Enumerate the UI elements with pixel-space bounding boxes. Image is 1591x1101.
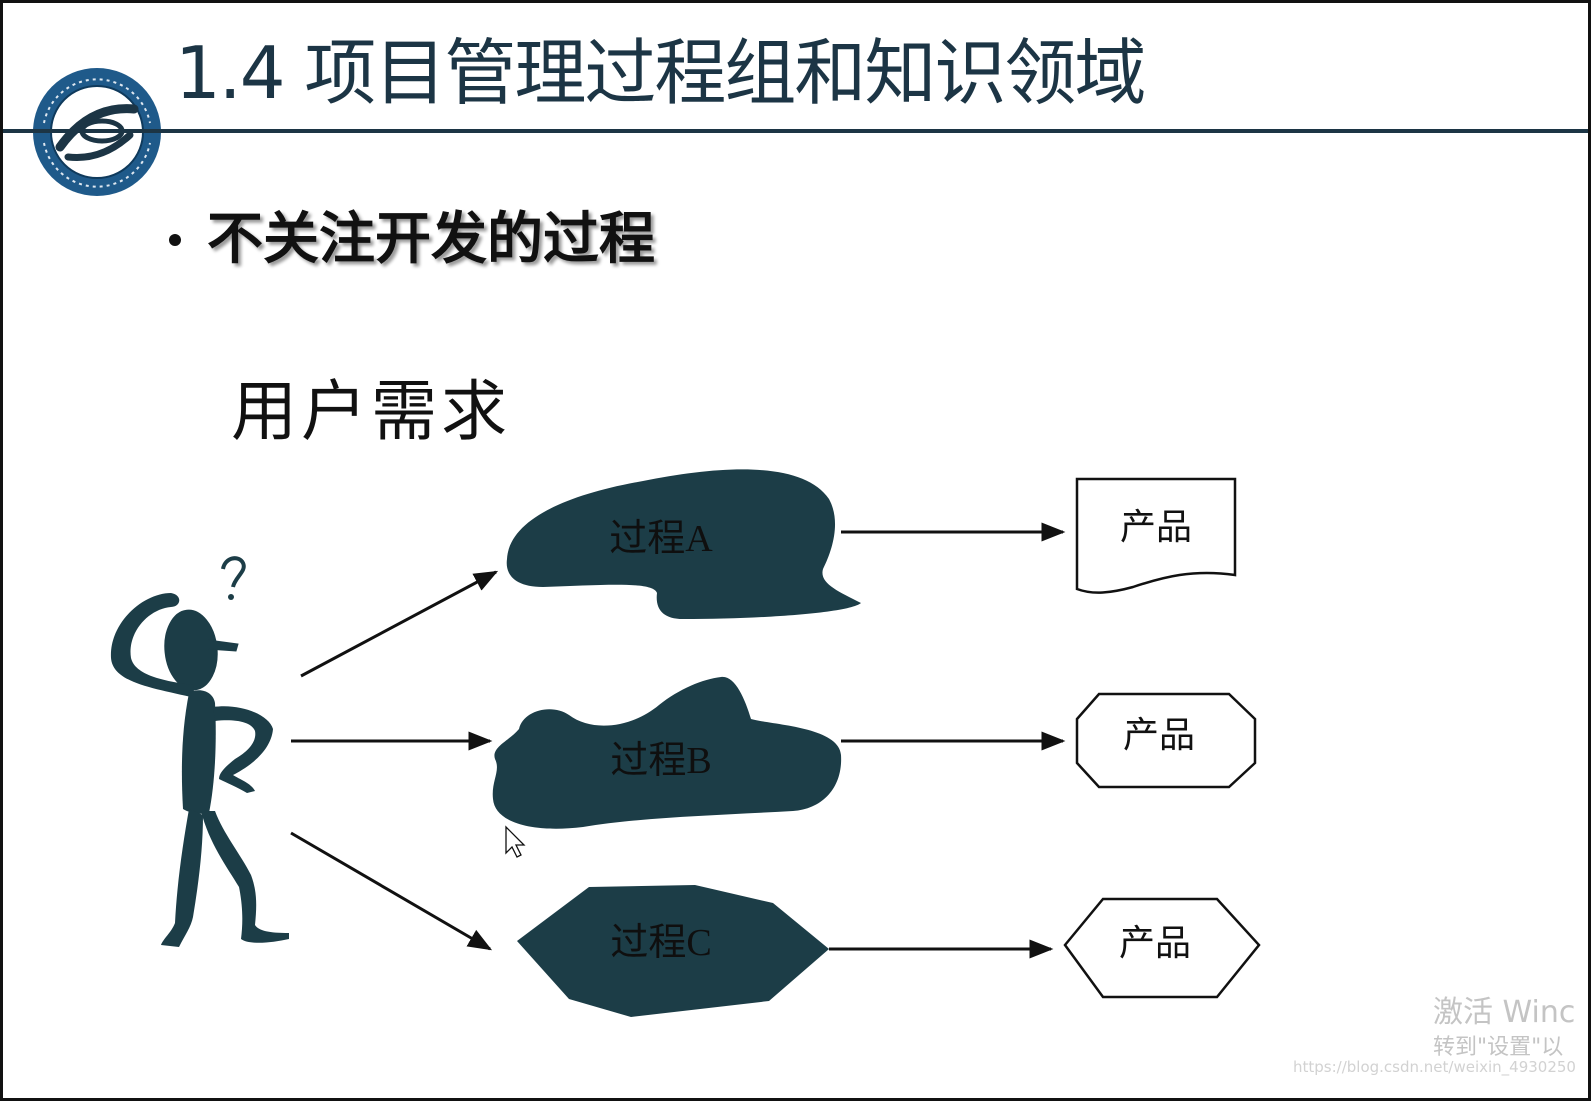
- arrow-to-process-c: [290, 831, 493, 951]
- process-c-shape: [517, 885, 829, 1017]
- process-a-label: 过程A: [609, 518, 713, 560]
- process-b-label: 过程B: [610, 740, 711, 782]
- blog-url-watermark: https://blog.csdn.net/weixin_4930250: [1293, 1058, 1576, 1076]
- user-requirement-label: 用户需求: [231, 373, 511, 450]
- bullet-icon: [169, 234, 181, 246]
- product-b-label: 产品: [1123, 715, 1195, 755]
- process-a-shape: [506, 469, 861, 619]
- confused-person-icon: [110, 556, 289, 947]
- process-c-label: 过程C: [610, 922, 711, 964]
- slide-title: 1.4 项目管理过程组和知识领域: [175, 31, 1146, 115]
- title-divider: [3, 129, 1588, 133]
- product-c-hexagon-shape: [1063, 897, 1261, 999]
- windows-activation-hint: 转到"设置"以: [1433, 1035, 1564, 1060]
- mouse-cursor-icon: [505, 825, 526, 858]
- product-a-label: 产品: [1120, 507, 1192, 547]
- process-b-shape: [492, 676, 842, 829]
- product-a-document-shape: [1075, 477, 1237, 594]
- bullet-text: 不关注开发的过程: [207, 206, 655, 272]
- product-b-octagon-shape: [1075, 692, 1257, 789]
- arrow-to-process-a: [300, 570, 499, 678]
- windows-activation-title: 激活 Winc: [1433, 995, 1576, 1030]
- product-c-label: 产品: [1119, 923, 1191, 963]
- process-diagram: 过程A 过程B 过程C 产品 产品 产品: [110, 469, 1261, 1017]
